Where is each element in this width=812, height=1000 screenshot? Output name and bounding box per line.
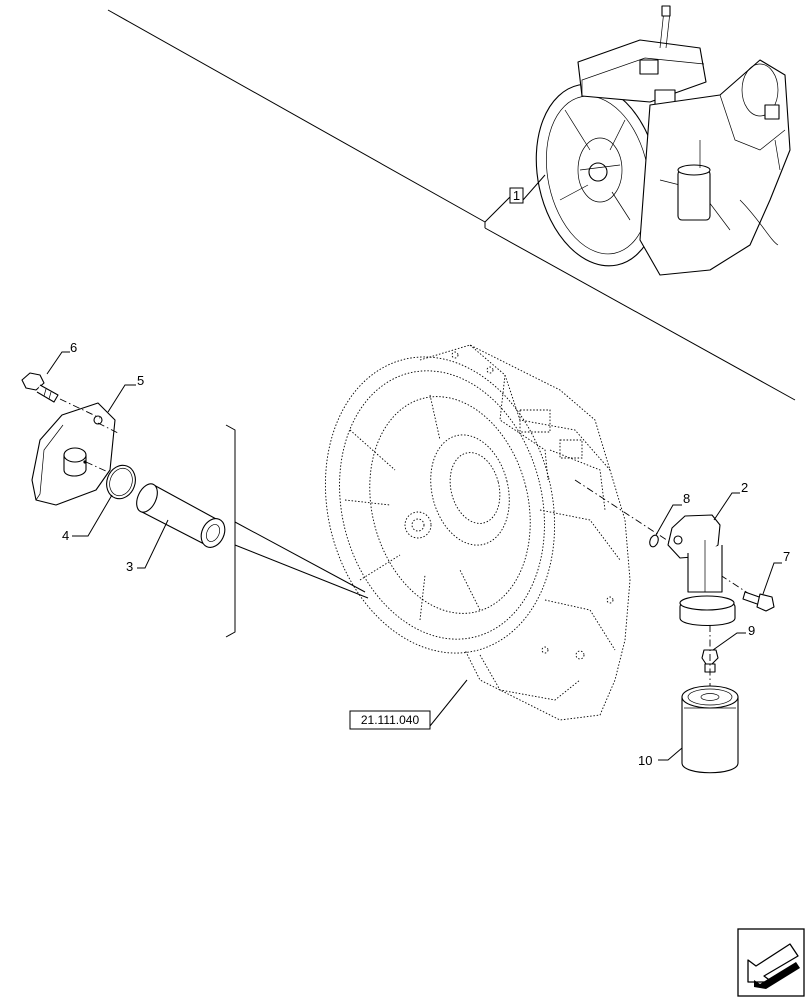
callout-9[interactable]: 9 — [748, 623, 755, 638]
transmission-assembly-drawing — [107, 5, 796, 401]
callout-3[interactable]: 3 — [126, 559, 133, 574]
filter-cartridge[interactable] — [681, 685, 739, 774]
callout-7[interactable]: 7 — [783, 549, 790, 564]
callout-1[interactable]: 1 — [509, 187, 524, 204]
callout-4[interactable]: 4 — [62, 528, 69, 543]
callout-1-label: 1 — [513, 188, 520, 203]
small-o-ring[interactable] — [648, 534, 660, 548]
navigation-arrow-icon[interactable] — [737, 928, 805, 997]
cover-plate[interactable] — [31, 402, 116, 506]
sleeve[interactable] — [133, 481, 230, 552]
transmission-housing-drawing — [324, 344, 631, 721]
bolt-6[interactable] — [21, 372, 59, 403]
callout-5[interactable]: 5 — [137, 373, 144, 388]
callout-6[interactable]: 6 — [70, 340, 77, 355]
group-bracket — [225, 424, 369, 638]
filter-head[interactable] — [667, 514, 736, 626]
callout-10[interactable]: 10 — [638, 753, 652, 768]
o-ring[interactable] — [102, 461, 140, 503]
callout-8[interactable]: 8 — [683, 491, 690, 506]
bolt-7[interactable] — [742, 591, 775, 612]
callout-2[interactable]: 2 — [741, 480, 748, 495]
housing-reference-text: 21.111.040 — [361, 713, 420, 727]
housing-reference-label[interactable]: 21.111.040 — [349, 710, 431, 730]
